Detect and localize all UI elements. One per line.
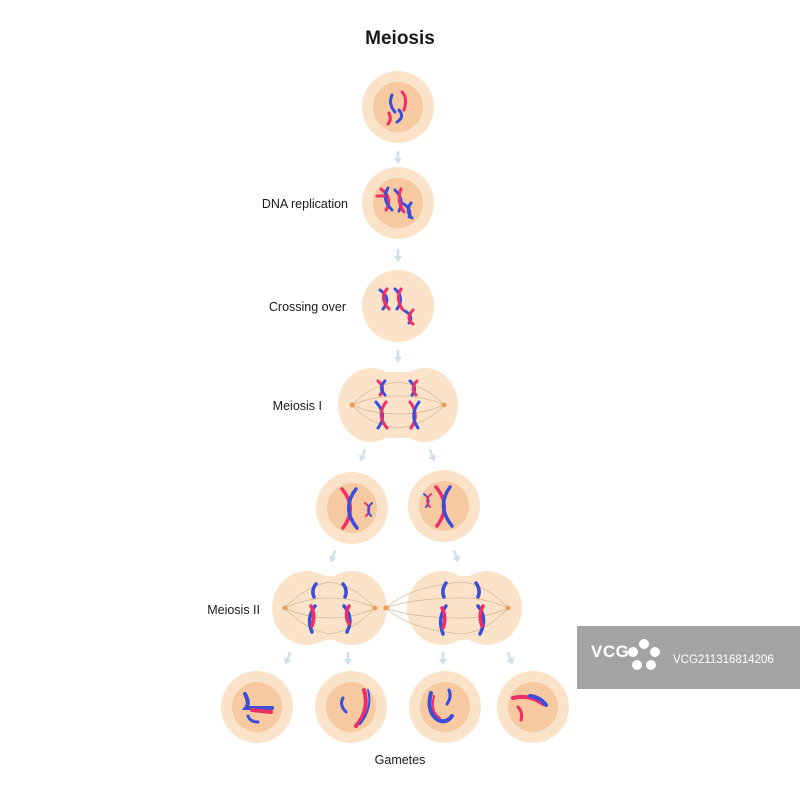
- arrow-5b: [448, 547, 464, 566]
- arrow-6a: [280, 649, 296, 668]
- cell-dna-replication: [362, 167, 434, 239]
- label-dna-replication: DNA replication: [261, 197, 348, 211]
- cell-crossing-over: [362, 270, 434, 342]
- gamete-2: [315, 671, 387, 743]
- cell-daughter-left: [316, 472, 388, 544]
- label-crossing-over: Crossing over: [268, 300, 346, 314]
- arrow-1: [392, 149, 404, 166]
- label-gametes: Gametes: [374, 753, 426, 767]
- label-meiosis-2: Meiosis II: [207, 603, 260, 617]
- page-title: Meiosis: [365, 28, 435, 49]
- cell-meiosis-2-right: [383, 571, 522, 645]
- watermark-logo: VCG: [591, 642, 630, 661]
- arrow-6c: [437, 650, 449, 667]
- gamete-1: [221, 671, 293, 743]
- watermark-banner: VCG VCG211316814206: [577, 626, 800, 689]
- arrow-4a: [355, 446, 371, 465]
- cell-initial: [362, 71, 434, 143]
- arrow-6b: [342, 650, 354, 667]
- watermark-id: VCG211316814206: [673, 654, 774, 666]
- gamete-4: [497, 671, 569, 743]
- cell-meiosis-2-left: [272, 571, 387, 645]
- arrow-4b: [424, 446, 440, 465]
- arrow-2: [392, 247, 404, 264]
- label-meiosis-1: Meiosis I: [272, 399, 322, 413]
- cell-meiosis-1: [338, 368, 458, 442]
- arrow-3: [392, 348, 404, 365]
- arrow-5a: [325, 547, 341, 566]
- watermark-flower-icon: [628, 639, 660, 670]
- gamete-3: [409, 671, 481, 743]
- cell-daughter-right: [408, 470, 480, 542]
- arrow-6d: [502, 649, 518, 668]
